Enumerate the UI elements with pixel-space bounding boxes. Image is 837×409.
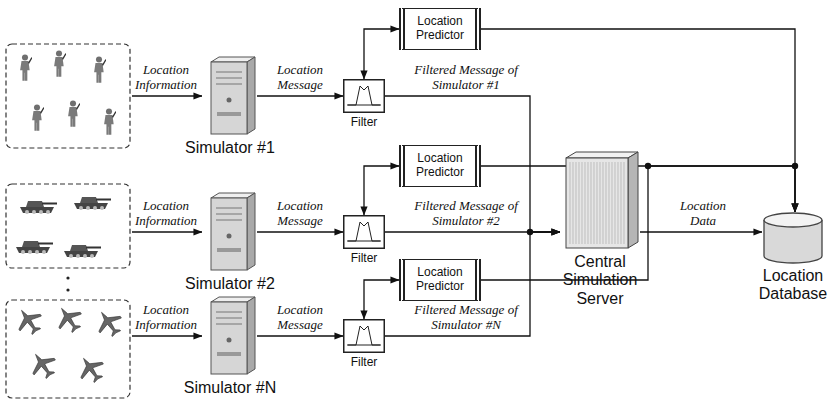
connector [257,95,343,96]
node-label: Location Predictor [411,15,469,43]
filter-box-outline [343,79,385,113]
edge-label: Filtered Message of Simulator #2 [406,199,526,228]
database-cylinder: Location Database [755,212,831,304]
node-label: Simulator #1 [175,139,285,157]
connector [257,231,343,232]
connector [364,280,399,319]
node-label: Location Predictor [411,152,469,180]
filter-box: Filter [339,215,389,266]
predictor-box: Location Predictor [399,8,481,50]
node-label: Location Predictor [411,266,469,294]
predictor-box: Location Predictor [399,145,481,187]
filter-box: Filter [339,79,389,130]
simulator-server-outline [203,296,257,376]
soldiers [20,50,116,134]
tanks [16,197,111,258]
filter-box-outline [343,319,385,353]
edge-label: Location Data [673,199,733,228]
input-label: Location Information [133,199,199,228]
connector [385,232,560,336]
predictor-box: Location Predictor [399,259,481,301]
filter-box-outline [343,215,385,249]
connector [385,96,560,232]
connector [257,335,343,336]
central-server-outline [560,150,640,250]
node-label: Central Simulation Server [554,253,646,308]
node-label: Filter [339,356,389,370]
connector [364,29,399,79]
connector [364,166,399,215]
node-label: Location Database [755,267,831,304]
database-cylinder-outline [762,212,824,264]
filter-box: Filter [339,319,389,370]
simulator-server-outline [203,56,257,136]
node-label: Simulator #N [175,379,285,397]
node-label: Simulator #2 [175,275,285,293]
edge-label: Location Message [269,199,331,228]
group-frame [6,44,130,398]
input-label: Location Information [133,63,199,92]
edge-label: Filtered Message of Simulator #1 [406,63,526,92]
edge-label: Location Message [269,303,331,332]
edge-label: Location Message [269,63,331,92]
simulator-server-outline [203,192,257,272]
central-server: Central Simulation Server [554,150,646,308]
node-label: Filter [339,116,389,130]
aircraft [11,301,127,387]
ellipsis-dots [66,276,69,291]
connector [640,231,762,232]
node-label: Filter [339,252,389,266]
input-arrows [132,96,202,336]
input-label: Location Information [133,303,199,332]
edge-label: Filtered Message of Simulator #N [406,303,526,332]
